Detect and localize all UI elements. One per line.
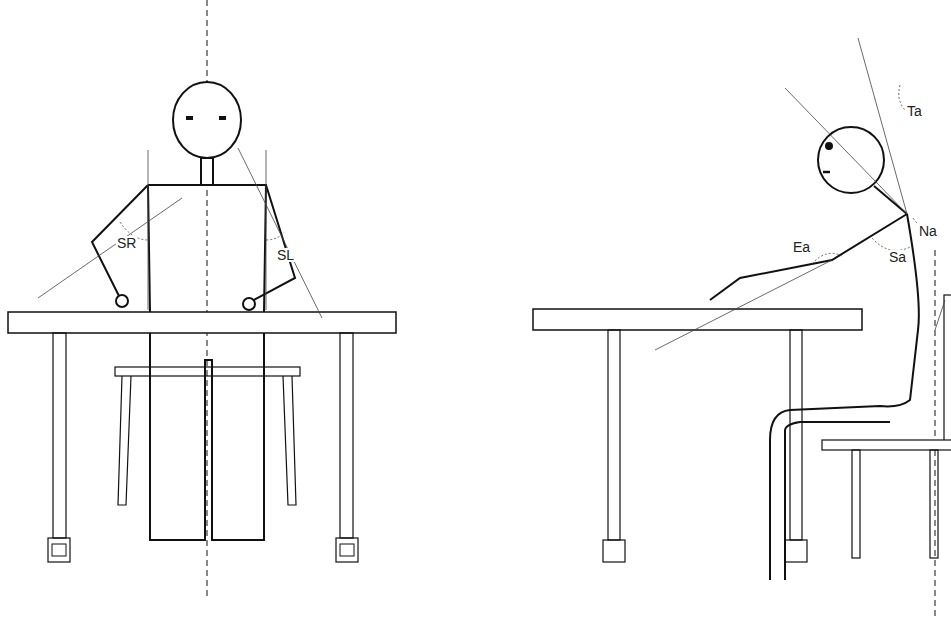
angle-label: Na bbox=[918, 224, 938, 238]
angle-label: SR bbox=[116, 236, 137, 250]
angle-label: Sa bbox=[888, 250, 907, 264]
angle-label: Ta bbox=[906, 104, 923, 118]
angle-label: SL bbox=[276, 248, 295, 262]
angle-label: Ea bbox=[792, 240, 811, 254]
